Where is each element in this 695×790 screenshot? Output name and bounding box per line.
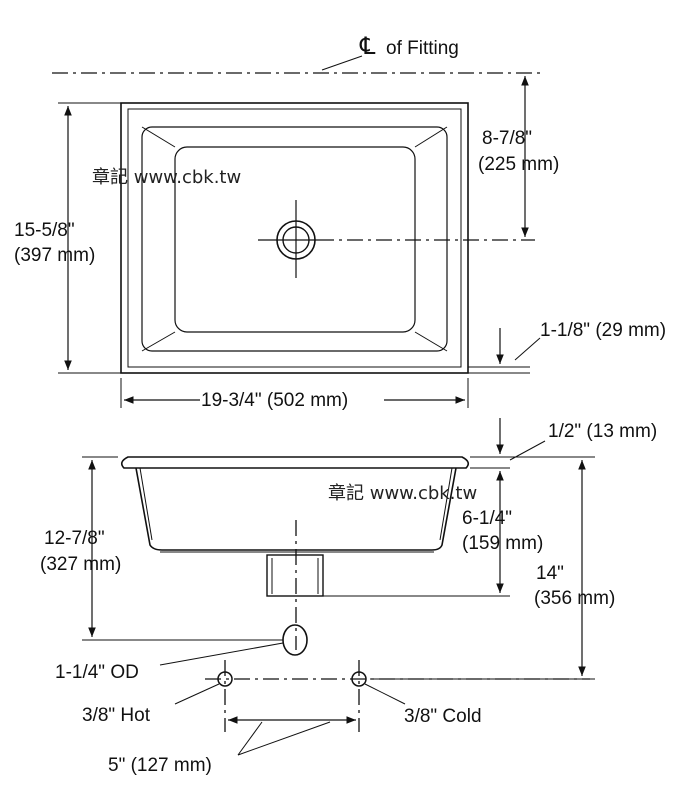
bowl-depth-mm-label: (159 mm) [462,533,543,554]
watermark-top: 章記 www.cbk.tw [92,167,241,188]
side-view [82,418,595,756]
width-overall-label: 19-3/4" (502 mm) [201,390,348,411]
drain-height-label: 12-7/8" [44,528,105,549]
rim-thickness-label: 1/2" (13 mm) [548,421,657,442]
sink-inner-rim [127,108,462,368]
labels: ℄ of Fitting 8-7/8" (225 mm) 15-5/8" (39… [14,33,666,776]
top-view [52,72,541,408]
drain-tailpiece [266,554,324,597]
hot-supply-label: 3/8" Hot [82,705,151,726]
height-overall-mm-label: (397 mm) [14,245,95,266]
bowl-depth-label: 6-1/4" [462,508,512,529]
sink-outer-rim [120,102,469,374]
bowl-outer-edge [141,126,448,352]
drain-od-label: 1-1/4" OD [55,662,139,683]
drain-outlet [282,624,308,656]
side-bowl [135,467,457,551]
centerline-symbol: ℄ [359,33,376,60]
rim-width-label: 1-1/8" (29 mm) [540,320,666,341]
drain-height-mm-label: (327 mm) [40,554,121,575]
side-rim [120,456,470,469]
supply-height-label: 14" [536,563,564,584]
supply-spacing-label: 5" (127 mm) [108,755,212,776]
depth-top-label: 8-7/8" [482,128,532,149]
height-overall-label: 15-5/8" [14,220,75,241]
cold-supply-label: 3/8" Cold [404,706,482,727]
watermark-side: 章記 www.cbk.tw [328,483,477,504]
supply-height-mm-label: (356 mm) [534,588,615,609]
centerline-label: of Fitting [386,38,459,59]
depth-top-mm-label: (225 mm) [478,154,559,175]
